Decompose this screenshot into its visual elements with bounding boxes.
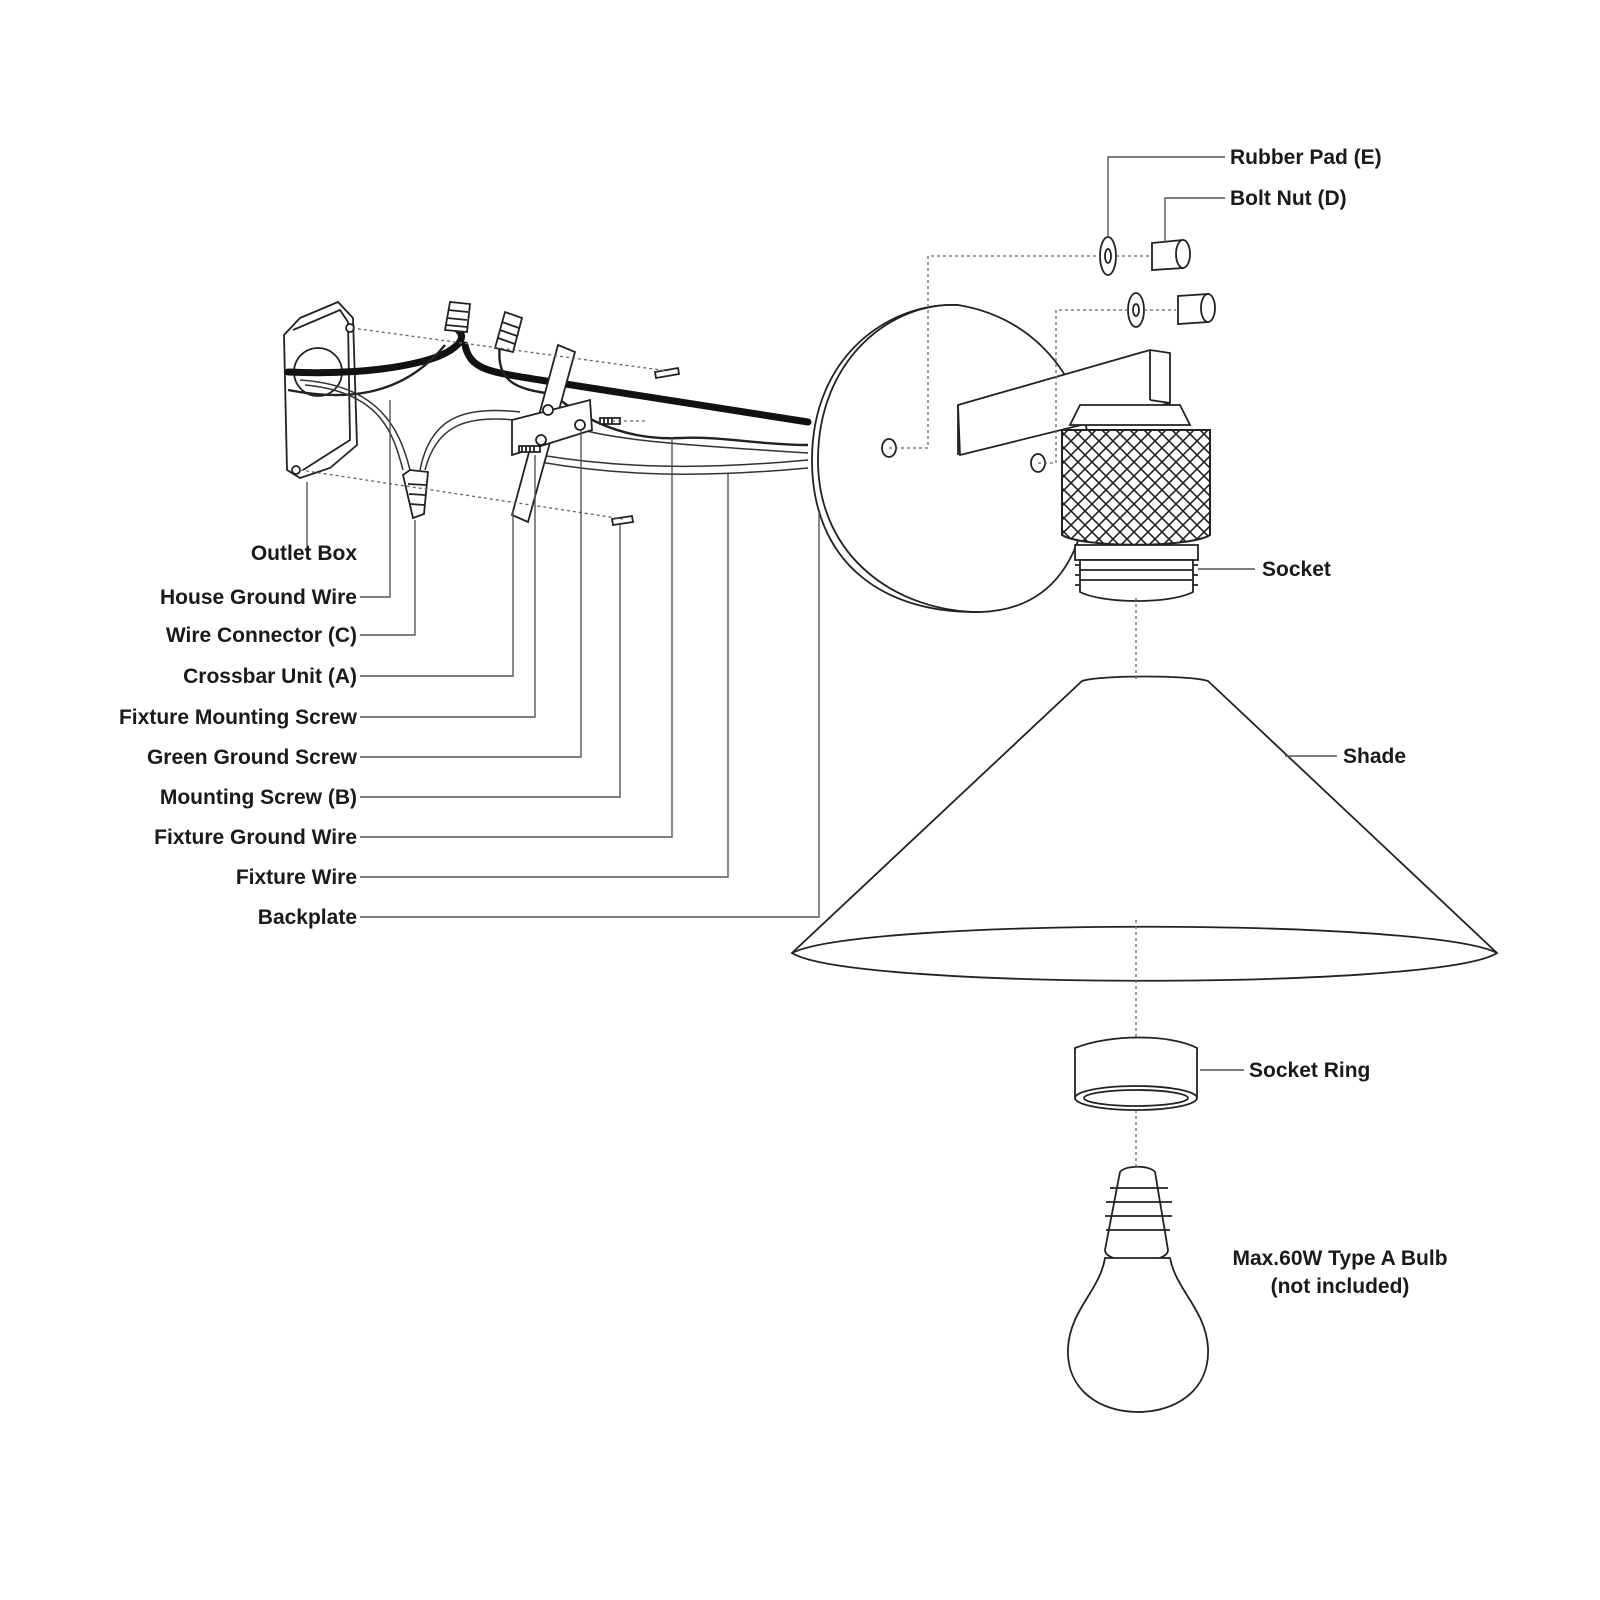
alignment-lines — [299, 255, 1176, 1170]
label-fixture-ground-wire: Fixture Ground Wire — [154, 826, 357, 849]
label-socket: Socket — [1262, 558, 1331, 581]
label-bulb-line1: Max.60W Type A Bulb — [1232, 1247, 1447, 1270]
shade — [790, 675, 1499, 982]
label-rubber-pad: Rubber Pad (E) — [1230, 146, 1382, 169]
label-wire-connector: Wire Connector (C) — [166, 624, 357, 647]
label-bulb-line2: (not included) — [1271, 1275, 1410, 1298]
label-shade: Shade — [1343, 745, 1406, 768]
arm — [957, 349, 1171, 457]
backplate — [811, 304, 1091, 613]
label-outlet-box: Outlet Box — [251, 542, 357, 565]
label-fixture-wire: Fixture Wire — [236, 866, 357, 889]
label-mounting-screw: Mounting Screw (B) — [160, 786, 357, 809]
house-wires — [284, 326, 812, 475]
label-green-ground-screw: Green Ground Screw — [147, 746, 358, 769]
bolt-nut-icon — [1151, 239, 1216, 325]
leader-lines — [306, 156, 1337, 1071]
labels: Outlet Box House Ground Wire Wire Connec… — [119, 146, 1448, 1298]
crossbar-unit — [510, 343, 593, 524]
label-crossbar-unit: Crossbar Unit (A) — [183, 665, 357, 688]
label-socket-ring: Socket Ring — [1249, 1059, 1370, 1082]
label-fixture-mounting-screw: Fixture Mounting Screw — [119, 706, 358, 729]
bulb — [1067, 1165, 1209, 1413]
screws — [518, 366, 681, 527]
socket — [1061, 404, 1211, 602]
wire-connector-icon — [401, 301, 524, 520]
label-bolt-nut: Bolt Nut (D) — [1230, 187, 1347, 210]
socket-ring — [1074, 1036, 1198, 1111]
label-backplate: Backplate — [258, 906, 357, 929]
rubber-pad-icon — [1099, 236, 1145, 328]
label-house-ground-wire: House Ground Wire — [160, 586, 357, 609]
